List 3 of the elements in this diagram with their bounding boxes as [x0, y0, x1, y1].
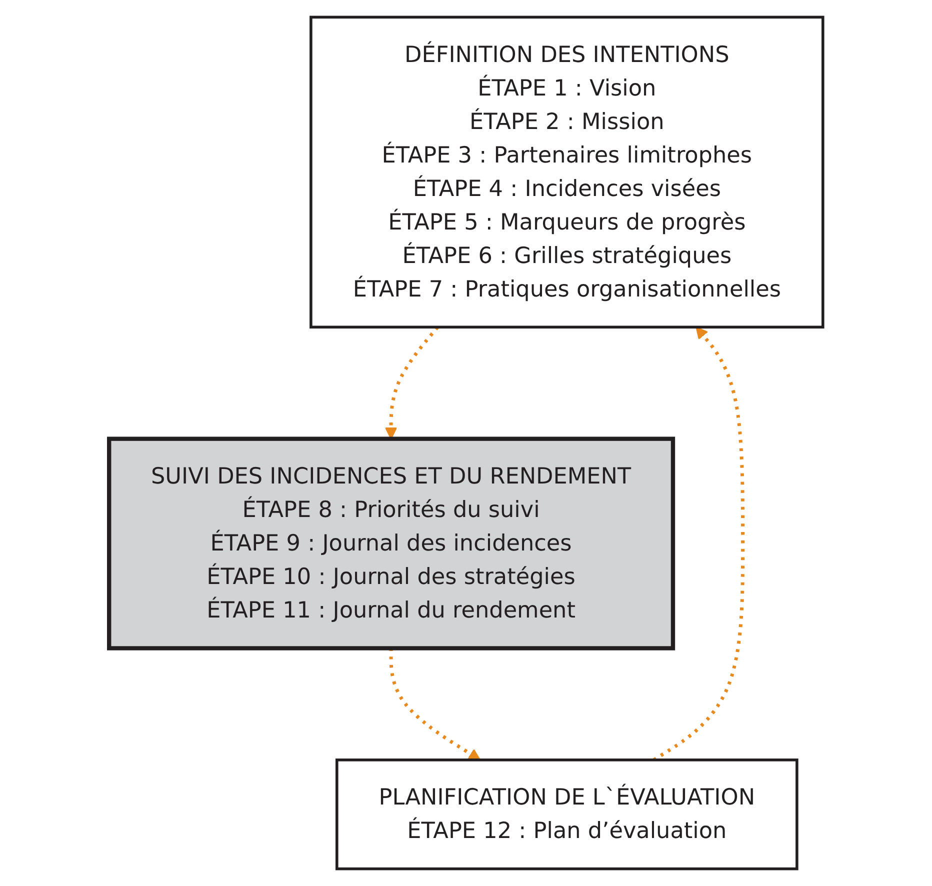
node-box: SUIVI DES INCIDENCES ET DU RENDEMENT ÉTAPE 8 : Priorités du suivi ÉTAPE 9 : Journal des incidences ÉTAPE 10 : Journal des stratégies ÉTAPE 11 : Journal du rendement [107, 436, 676, 650]
node-box: DÉFINITION DES INTENTIONS ÉTAPE 1 : Vision ÉTAPE 2 : Mission ÉTAPE 3 : Partenaires limitrophes ÉTAPE 4 : Incidences visées ÉTAPE 5 : Marqueurs de progrès ÉTAPE 6 : Grilles stratégiques ÉTAPE 7 : Pratiques organisationnelles [310, 16, 824, 329]
node-box: PLANIFICATION DE L`ÉVALUATION ÉTAPE 12 : Plan d’évaluation [336, 758, 798, 870]
